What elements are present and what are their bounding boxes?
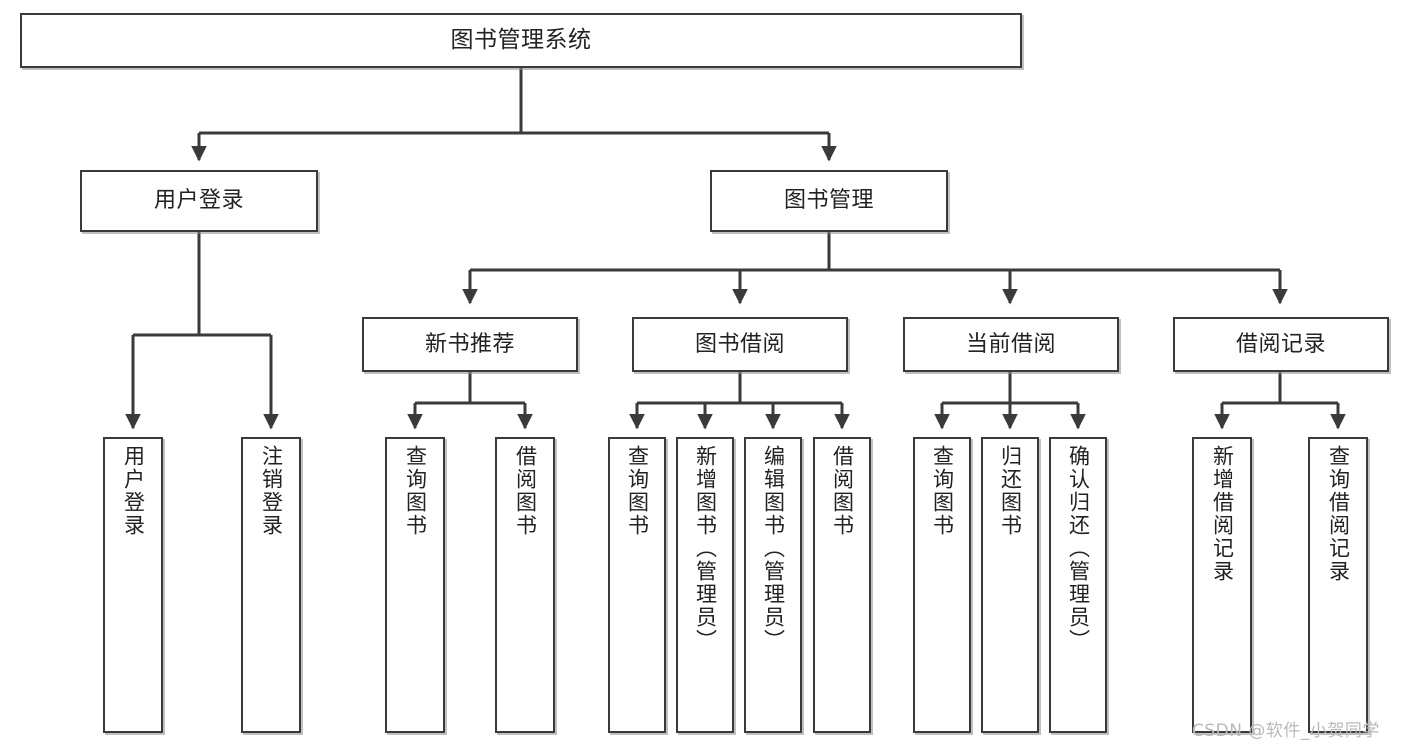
- leaf-user-login-login-label: 用户登录: [121, 445, 146, 537]
- node-book-borrow[interactable]: 图书借阅: [632, 317, 848, 372]
- leaf-current-borrow-return-label: 归还图书: [998, 445, 1023, 537]
- leaf-new-book-borrow-label: 借阅图书: [513, 445, 538, 537]
- leaf-current-borrow-confirm[interactable]: 确认归还（管理员）: [1049, 437, 1107, 733]
- leaf-user-login-login[interactable]: 用户登录: [103, 437, 163, 733]
- leaf-user-login-logout[interactable]: 注销登录: [241, 437, 301, 733]
- leaf-new-book-borrow[interactable]: 借阅图书: [495, 437, 555, 733]
- leaf-book-borrow-query[interactable]: 查询图书: [608, 437, 666, 733]
- node-new-book-recommend[interactable]: 新书推荐: [362, 317, 578, 372]
- csdn-watermark: CSDN @软件_小贺同学: [1192, 721, 1380, 741]
- leaf-book-borrow-add-label: 新增图书（管理员）: [693, 445, 718, 652]
- node-book-borrow-label: 图书借阅: [694, 331, 785, 357]
- leaf-user-login-logout-label: 注销登录: [259, 445, 284, 537]
- leaf-book-borrow-edit[interactable]: 编辑图书（管理员）: [744, 437, 802, 733]
- leaf-book-borrow-query-label: 查询图书: [625, 445, 650, 537]
- leaf-current-borrow-confirm-label: 确认归还（管理员）: [1066, 445, 1091, 652]
- leaf-book-borrow-borrow[interactable]: 借阅图书: [813, 437, 871, 733]
- leaf-current-borrow-query-label: 查询图书: [930, 445, 955, 537]
- node-root[interactable]: 图书管理系统: [20, 13, 1022, 68]
- node-user-login-label: 用户登录: [153, 188, 244, 214]
- leaf-new-book-query-label: 查询图书: [403, 445, 428, 537]
- node-book-management[interactable]: 图书管理: [710, 170, 948, 232]
- node-root-label: 图书管理系统: [450, 26, 592, 53]
- node-current-borrow[interactable]: 当前借阅: [903, 317, 1119, 372]
- node-borrow-record[interactable]: 借阅记录: [1173, 317, 1389, 372]
- leaf-book-borrow-borrow-label: 借阅图书: [830, 445, 855, 537]
- leaf-borrow-record-query[interactable]: 查询借阅记录: [1308, 437, 1368, 733]
- leaf-borrow-record-query-label: 查询借阅记录: [1326, 445, 1351, 583]
- node-user-login[interactable]: 用户登录: [80, 170, 318, 232]
- leaf-current-borrow-return[interactable]: 归还图书: [981, 437, 1039, 733]
- leaf-borrow-record-add-label: 新增借阅记录: [1210, 445, 1235, 583]
- node-current-borrow-label: 当前借阅: [965, 331, 1056, 357]
- leaf-book-borrow-add[interactable]: 新增图书（管理员）: [676, 437, 734, 733]
- leaf-borrow-record-add[interactable]: 新增借阅记录: [1192, 437, 1252, 733]
- node-borrow-record-label: 借阅记录: [1235, 331, 1326, 357]
- leaf-current-borrow-query[interactable]: 查询图书: [913, 437, 971, 733]
- leaf-new-book-query[interactable]: 查询图书: [385, 437, 445, 733]
- node-new-book-recommend-label: 新书推荐: [424, 331, 515, 357]
- node-book-management-label: 图书管理: [783, 188, 874, 214]
- leaf-book-borrow-edit-label: 编辑图书（管理员）: [761, 445, 786, 652]
